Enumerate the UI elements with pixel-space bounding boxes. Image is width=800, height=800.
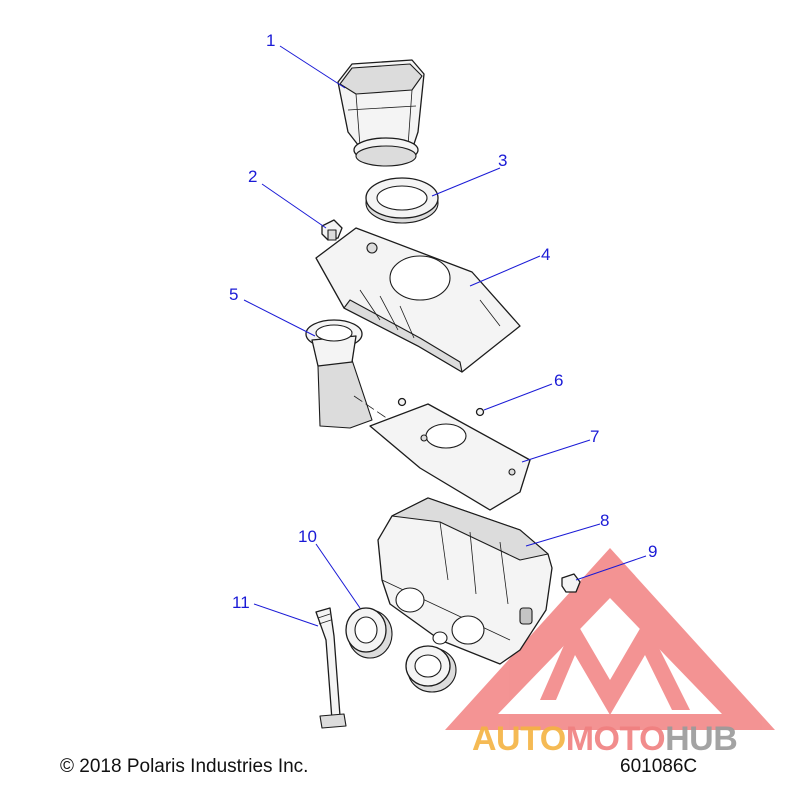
callout-11: 11: [232, 593, 250, 612]
callout-3: 3: [498, 151, 507, 170]
callout-9: 9: [648, 542, 657, 561]
leader-6: [483, 383, 553, 411]
leader-3: [431, 167, 501, 197]
watermark-logo-m-mark: [540, 620, 690, 715]
part-2-fitting: [321, 219, 343, 241]
leader-lines: [243, 45, 647, 627]
leader-11: [253, 603, 319, 627]
part-5-velocity-stack: [305, 319, 373, 429]
callout-1: 1: [266, 31, 275, 50]
part-1-intake-boot: [337, 59, 425, 167]
leader-2: [261, 183, 327, 229]
watermark-hub: HUB: [665, 720, 737, 758]
callout-2: 2: [248, 167, 257, 186]
leader-5: [243, 299, 316, 337]
watermark-moto: MOTO: [566, 720, 665, 758]
leader-1: [279, 45, 346, 89]
watermark-logo-triangle: [445, 548, 775, 730]
callout-10: 10: [298, 527, 317, 546]
callout-5: 5: [229, 285, 238, 304]
part-6-screws: [397, 397, 485, 417]
watermark-logo: [445, 548, 775, 730]
leader-4: [469, 255, 541, 287]
callout-8: 8: [600, 511, 609, 530]
watermark-wordmark: AUTOMOTOHUB: [472, 720, 738, 758]
part-4-airbox-lid: [315, 227, 521, 373]
part-10-grommets: [345, 607, 457, 693]
figure-code: 601086C: [620, 756, 697, 777]
part-3-ring-seal: [365, 177, 439, 224]
leader-8: [525, 523, 601, 547]
leader-10: [315, 543, 361, 609]
leader-7: [521, 439, 591, 463]
part-11-strap: [315, 607, 347, 729]
copyright-text: © 2018 Polaris Industries Inc.: [60, 756, 308, 777]
callout-4: 4: [541, 245, 550, 264]
part-8-airbox-housing: [377, 497, 553, 665]
watermark-auto: AUTO: [472, 720, 566, 758]
part-7-filter-plate: [369, 403, 531, 511]
callout-numbers: 1 2 3 4 5 6 7 8 9 10 11: [229, 31, 657, 612]
callout-6: 6: [554, 371, 563, 390]
callout-7: 7: [590, 427, 599, 446]
leader-9: [575, 555, 647, 581]
svg-text:AUTOMOTOHUB: AUTOMOTOHUB: [472, 720, 737, 758]
part-9-clip: [561, 573, 581, 593]
